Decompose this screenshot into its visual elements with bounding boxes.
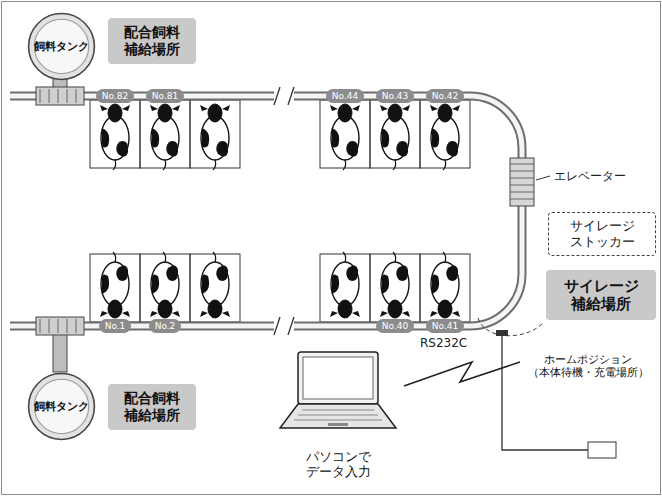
cow — [380, 252, 410, 318]
node-text: ホームポジション （本体待機・充電場所） — [524, 353, 652, 379]
cow — [430, 252, 460, 318]
serial-link — [404, 362, 520, 386]
stall-number: No.44 — [326, 89, 364, 103]
hopper — [36, 317, 84, 372]
tank-circle: 飼料タンク — [27, 372, 96, 441]
cow — [330, 104, 360, 170]
tank-circle: 飼料タンク — [27, 12, 96, 81]
rail-inner — [10, 96, 522, 326]
elevator — [510, 158, 550, 206]
node-text: 飼料タンク — [34, 400, 89, 413]
home-position: ホームポジション （本体待機・充電場所） — [520, 346, 656, 386]
cow — [150, 252, 180, 318]
cow — [100, 252, 130, 318]
rail — [10, 96, 522, 326]
node-text: サイレージ 補給場所 — [550, 277, 652, 313]
node-text: 飼料タンク — [34, 40, 89, 53]
stall-number: No.2 — [149, 319, 182, 333]
stalls — [90, 100, 470, 322]
node-text: パソコンで データ入力 — [293, 449, 383, 480]
hopper — [36, 78, 84, 105]
stall-number: No.40 — [376, 319, 414, 333]
cow — [200, 252, 230, 318]
break-mark — [274, 317, 294, 335]
cow — [330, 252, 360, 318]
stall-number: No.42 — [426, 89, 464, 103]
node-text: 配合飼料 補給場所 — [112, 24, 192, 58]
cow — [100, 104, 130, 170]
part-label: エレベーター — [552, 168, 628, 185]
cow — [380, 104, 410, 170]
cow — [430, 104, 460, 170]
place-box: 配合飼料 補給場所 — [108, 384, 196, 430]
home-marker — [496, 330, 616, 458]
edge-label: RS232C — [418, 336, 469, 350]
stall-number: No.82 — [96, 89, 134, 103]
cow — [150, 104, 180, 170]
place-box: サイレージ ストッカー — [548, 212, 656, 256]
supply-zone — [478, 318, 544, 336]
stall-number: No.41 — [426, 319, 464, 333]
computer: パソコンで データ入力 — [272, 348, 404, 484]
stall-number: No.1 — [99, 319, 132, 333]
node-text: 配合飼料 補給場所 — [112, 390, 192, 424]
stall-number: No.81 — [146, 89, 184, 103]
break-mark — [274, 87, 294, 105]
stall-number: No.43 — [376, 89, 414, 103]
cow — [200, 104, 230, 170]
place-box: サイレージ 補給場所 — [546, 270, 656, 320]
place-box: 配合飼料 補給場所 — [108, 18, 196, 64]
node-text: サイレージ ストッカー — [553, 218, 651, 249]
